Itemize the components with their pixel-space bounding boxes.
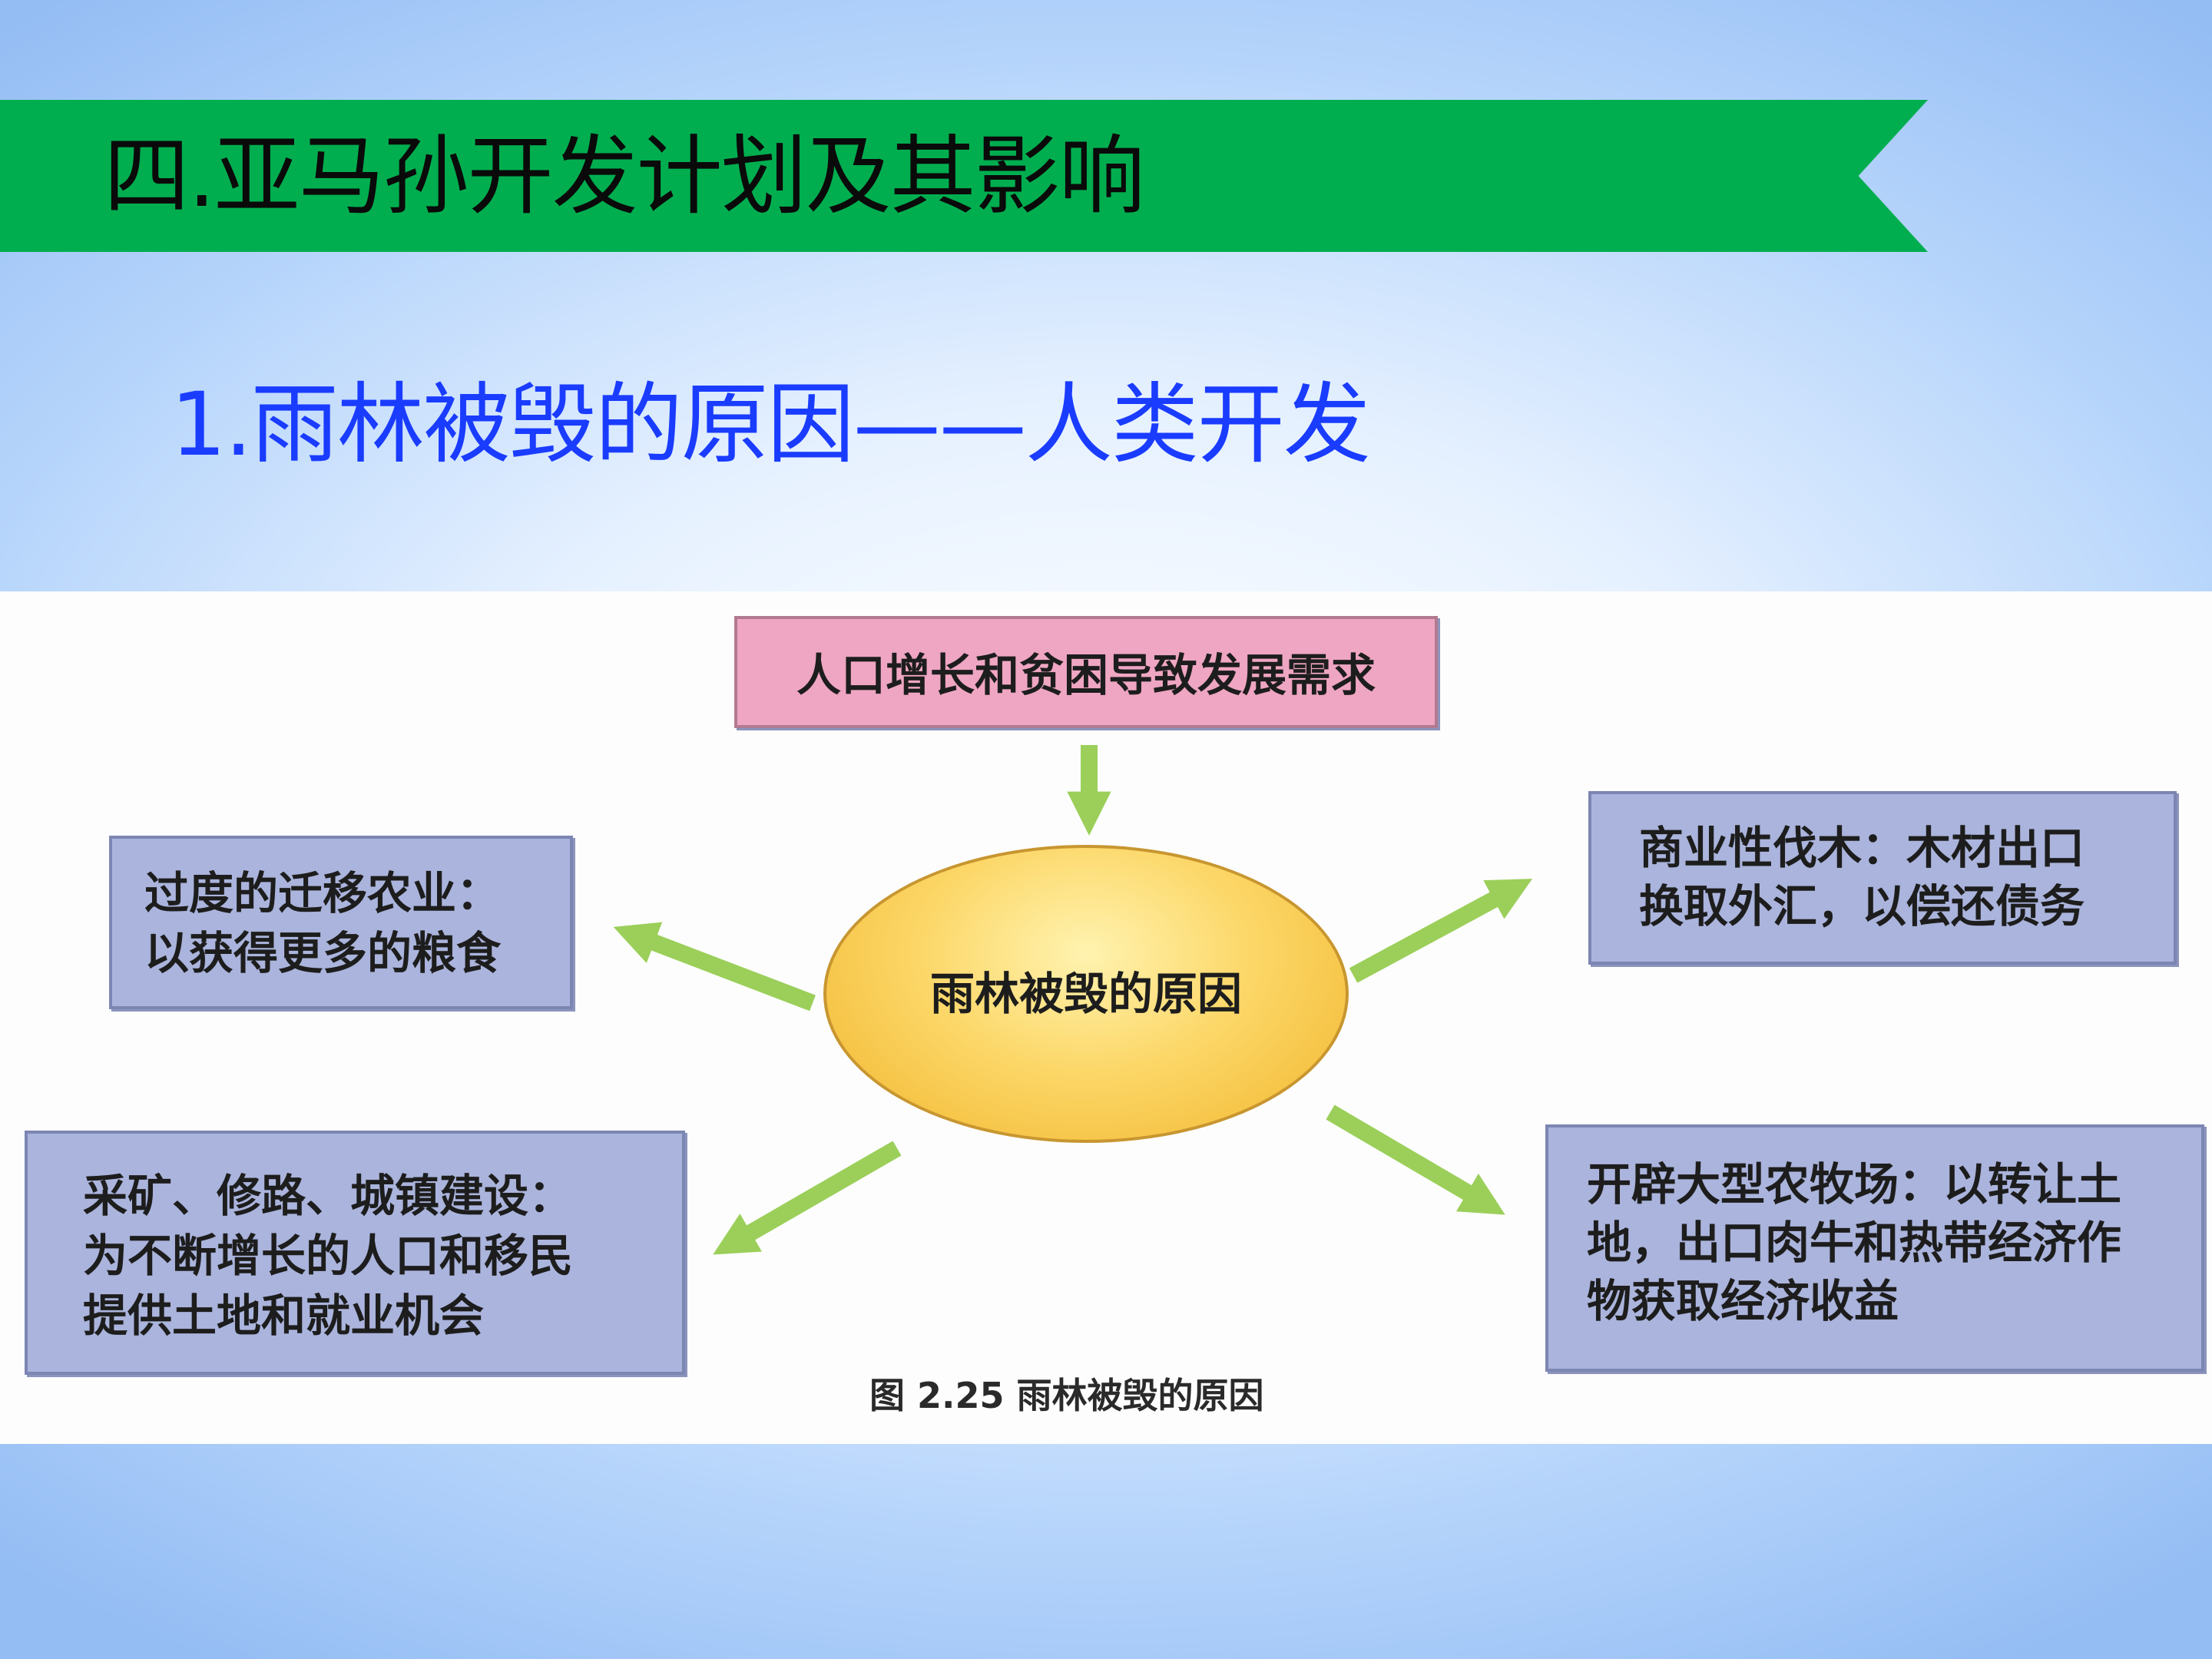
arrow-to-left-upper	[613, 922, 816, 1012]
box-line: 开辟大型农牧场：以转让土	[1587, 1158, 2122, 1210]
box-line: 过度的迁移农业：	[144, 867, 502, 919]
shifting-agriculture-box: 过度的迁移农业： 以获得更多的粮食	[109, 836, 573, 1009]
figure-caption: 图 2.25 雨林被毁的原因	[869, 1375, 1264, 1416]
commercial-logging-box: 商业性伐木：木材出口 换取外汇，以偿还债务	[1588, 791, 2177, 965]
box-line: 换取外汇，以偿还债务	[1639, 880, 2085, 932]
box-line: 为不断增长的人口和移民	[83, 1230, 574, 1282]
arrow-to-left-lower	[713, 1141, 902, 1255]
box-line: 以获得更多的粮食	[144, 927, 502, 979]
center-label: 雨林被毁的原因	[929, 968, 1242, 1020]
slide-subtitle: 1.雨林被毁的原因——人类开发	[171, 373, 1371, 475]
box-line: 采矿、修路、城镇建设：	[83, 1170, 574, 1222]
mining-roads-box: 采矿、修路、城镇建设： 为不断增长的人口和移民 提供土地和就业机会	[25, 1131, 685, 1375]
title-banner	[0, 100, 1928, 252]
cause-root-box: 人口增长和贫困导致发展需求	[734, 616, 1438, 728]
ranching-box: 开辟大型农牧场：以转让土 地，出口肉牛和热带经济作 物获取经济收益	[1545, 1124, 2204, 1372]
box-line: 地，出口肉牛和热带经济作	[1587, 1217, 2122, 1269]
arrow-to-right-lower	[1326, 1104, 1505, 1215]
box-line: 商业性伐木：木材出口	[1639, 822, 2085, 874]
arrow-to-right-upper	[1349, 879, 1533, 983]
diagram-figure: 人口增长和贫困导致发展需求 雨林被毁的原因 过度的迁移农业： 以获得更多的粮食 …	[0, 591, 2212, 1444]
center-ellipse	[823, 845, 1349, 1143]
slide-title: 四.亚马孙开发计划及其影响	[104, 127, 1145, 227]
box-line: 物获取经济收益	[1587, 1275, 1899, 1327]
box-line: 提供土地和就业机会	[83, 1290, 485, 1342]
diagram-arrows	[613, 745, 1533, 1255]
